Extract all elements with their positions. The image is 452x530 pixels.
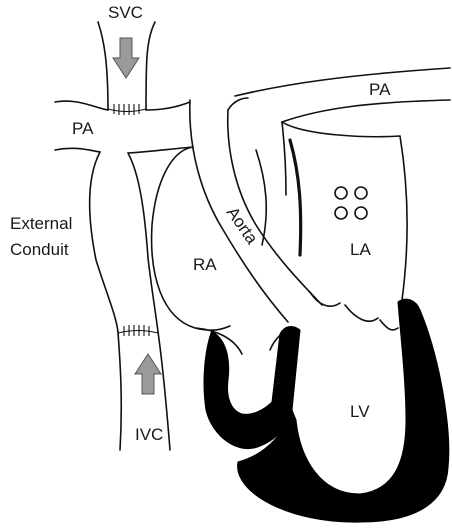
septum-edge (282, 122, 286, 195)
la-label: LA (350, 240, 371, 259)
conduit-label: Conduit (10, 240, 69, 259)
aorta (190, 100, 322, 322)
right-atrium-outline (152, 147, 230, 330)
lv-label: LV (350, 402, 370, 421)
ivc-label: IVC (135, 425, 163, 444)
svc-label: SVC (108, 3, 143, 22)
pa-left-label: PA (72, 119, 94, 138)
pulmonary-vein-openings (335, 187, 367, 219)
ra-label: RA (193, 255, 217, 274)
atrial-septum (290, 140, 301, 255)
svc-flow-arrow (113, 38, 139, 78)
external-label: External (10, 214, 72, 233)
ivc-flow-arrow (135, 354, 161, 394)
external-conduit (90, 152, 170, 450)
pa-right-label: PA (369, 80, 391, 99)
